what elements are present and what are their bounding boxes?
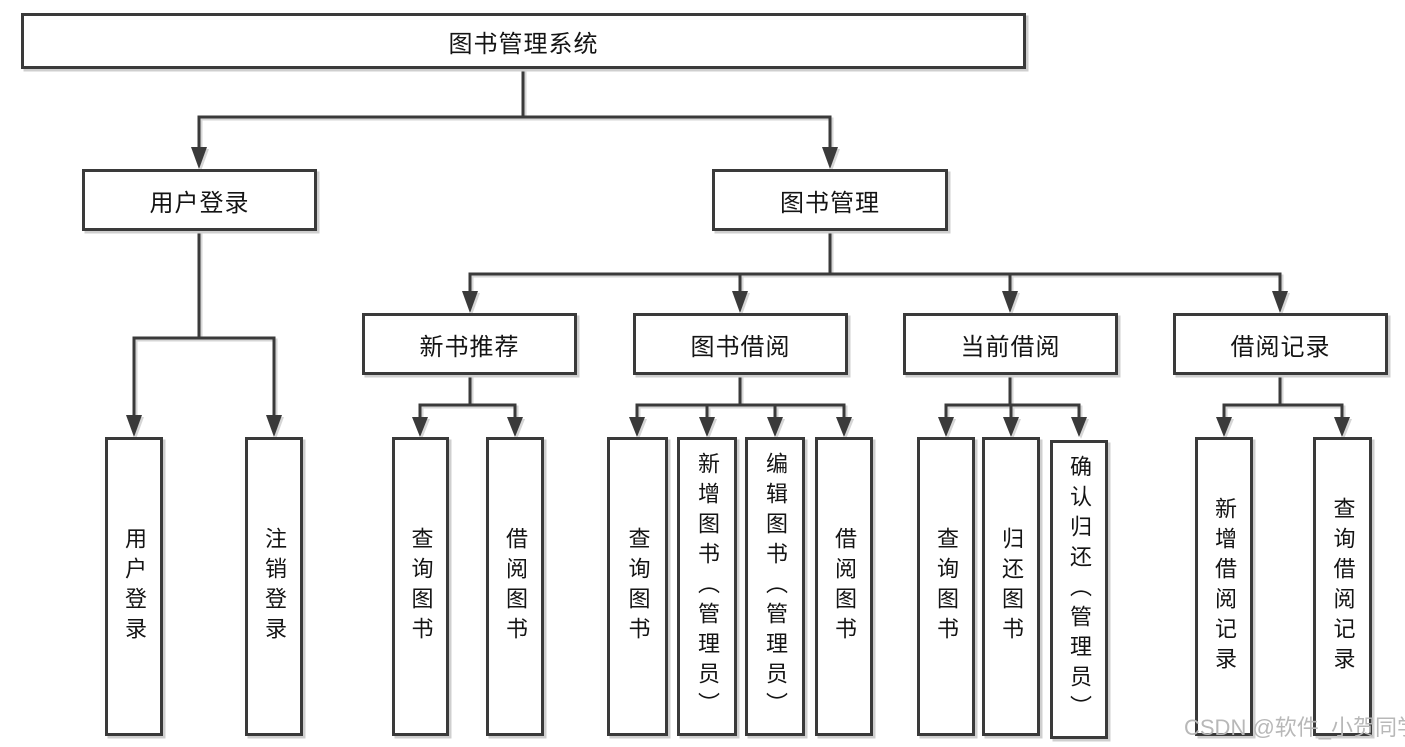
node-book-management: 图书管理: [712, 169, 948, 231]
leaf-user-login: 用户登录: [105, 437, 163, 736]
leaf-logout-label: 注销登录: [262, 526, 287, 647]
borrow-leaf-add-book-admin: 新增图书（管理员）: [677, 437, 737, 736]
leaf-logout: 注销登录: [245, 437, 303, 736]
node-current-borrow: 当前借阅: [903, 313, 1118, 375]
node-book-management-label: 图书管理: [780, 189, 880, 217]
borrow-leaf-edit-book-admin: 编辑图书（管理员）: [745, 437, 805, 736]
current-leaf-return-book-label: 归还图书: [999, 526, 1024, 647]
node-borrow-records-label: 借阅记录: [1230, 333, 1331, 361]
recommend-leaf-query-books: 查询图书: [392, 437, 449, 736]
node-book-borrow-label: 图书借阅: [690, 333, 791, 361]
borrow-leaf-borrow-books-label: 借阅图书: [832, 526, 857, 647]
records-leaf-add-borrow-record-label: 新增借阅记录: [1212, 496, 1237, 677]
recommend-leaf-borrow-books-label: 借阅图书: [503, 526, 528, 647]
borrow-leaf-query-books-label: 查询图书: [625, 526, 651, 647]
node-user-login-label: 用户登录: [149, 189, 250, 217]
recommend-leaf-query-books-label: 查询图书: [408, 526, 434, 647]
current-leaf-confirm-return-admin: 确认归还（管理员）: [1050, 440, 1108, 739]
current-leaf-confirm-return-admin-label: 确认归还（管理员）: [1067, 454, 1092, 725]
borrow-leaf-add-book-admin-label: 新增图书（管理员）: [695, 451, 720, 722]
node-library-system: 图书管理系统: [21, 13, 1026, 69]
node-library-system-label: 图书管理系统: [448, 30, 599, 58]
borrow-leaf-query-books: 查询图书: [607, 437, 668, 736]
borrow-leaf-edit-book-admin-label: 编辑图书（管理员）: [763, 451, 788, 722]
node-current-borrow-label: 当前借阅: [960, 333, 1061, 361]
records-leaf-add-borrow-record: 新增借阅记录: [1195, 437, 1253, 736]
current-leaf-query-books: 查询图书: [917, 437, 975, 736]
node-book-borrow: 图书借阅: [633, 313, 848, 375]
records-leaf-query-borrow-record: 查询借阅记录: [1313, 437, 1372, 736]
node-user-login: 用户登录: [82, 169, 317, 231]
node-new-book-recommend-label: 新书推荐: [419, 333, 520, 361]
recommend-leaf-borrow-books: 借阅图书: [486, 437, 544, 736]
node-new-book-recommend: 新书推荐: [362, 313, 577, 375]
leaf-user-login-label: 用户登录: [122, 526, 147, 647]
node-borrow-records: 借阅记录: [1173, 313, 1388, 375]
borrow-leaf-borrow-books: 借阅图书: [815, 437, 873, 736]
current-leaf-query-books-label: 查询图书: [934, 526, 959, 647]
current-leaf-return-book: 归还图书: [982, 437, 1040, 736]
records-leaf-query-borrow-record-label: 查询借阅记录: [1330, 496, 1356, 677]
csdn-watermark: CSDN @软件_小贺同学: [1184, 715, 1405, 740]
